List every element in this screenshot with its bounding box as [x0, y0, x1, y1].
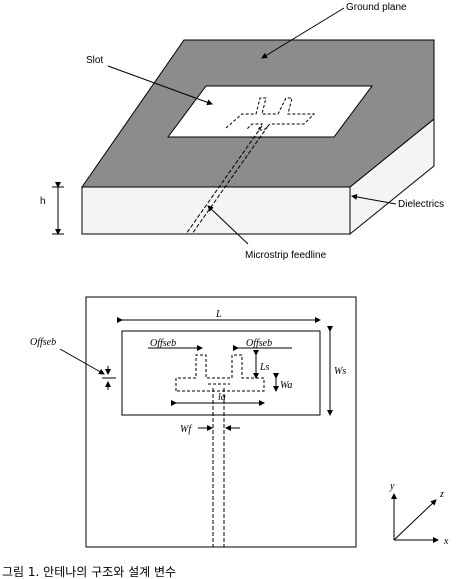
- Ls-label: Ls: [259, 362, 270, 373]
- offset-right-label: Offseb: [246, 338, 272, 349]
- x-axis-label: x: [443, 536, 449, 547]
- ground-plane-label: Ground plane: [346, 2, 407, 13]
- y-axis-label: y: [389, 481, 395, 492]
- ground-outline: [85, 296, 357, 548]
- microstrip-label: Microstrip feedline: [245, 250, 327, 261]
- h-label: h: [40, 196, 46, 207]
- patch-shape: [175, 354, 265, 392]
- coordinate-axes: y x z: [389, 481, 449, 547]
- offset-mid-label: Offseb: [150, 338, 176, 349]
- microstrip-feedline: [185, 125, 269, 235]
- Wf-label: Wf: [180, 424, 192, 435]
- la-label: la: [218, 392, 226, 403]
- dielectrics-label: Dielectrics: [398, 199, 444, 210]
- antenna-top-view: L Offseb Offseb Offseb Ws Ls Wa la Wf: [30, 296, 357, 548]
- z-axis-label: z: [439, 489, 444, 500]
- slot-label: Slot: [86, 55, 103, 66]
- slot-rectangle: [121, 330, 321, 416]
- Wa-label: Wa: [280, 380, 292, 391]
- slot-antenna-shape: [225, 97, 316, 131]
- L-label: L: [215, 309, 222, 320]
- antenna-3d-view: h Ground plane Slot Dielectrics Microstr…: [40, 2, 444, 261]
- Ws-label: Ws: [334, 366, 346, 377]
- dielectric-front-face: [81, 186, 351, 235]
- figure-caption: 그림 1. 안테나의 구조와 설계 변수: [2, 565, 176, 579]
- offset-left-label: Offseb: [30, 337, 56, 348]
- feedline-top-view: [212, 388, 225, 547]
- slot-opening: [167, 85, 373, 138]
